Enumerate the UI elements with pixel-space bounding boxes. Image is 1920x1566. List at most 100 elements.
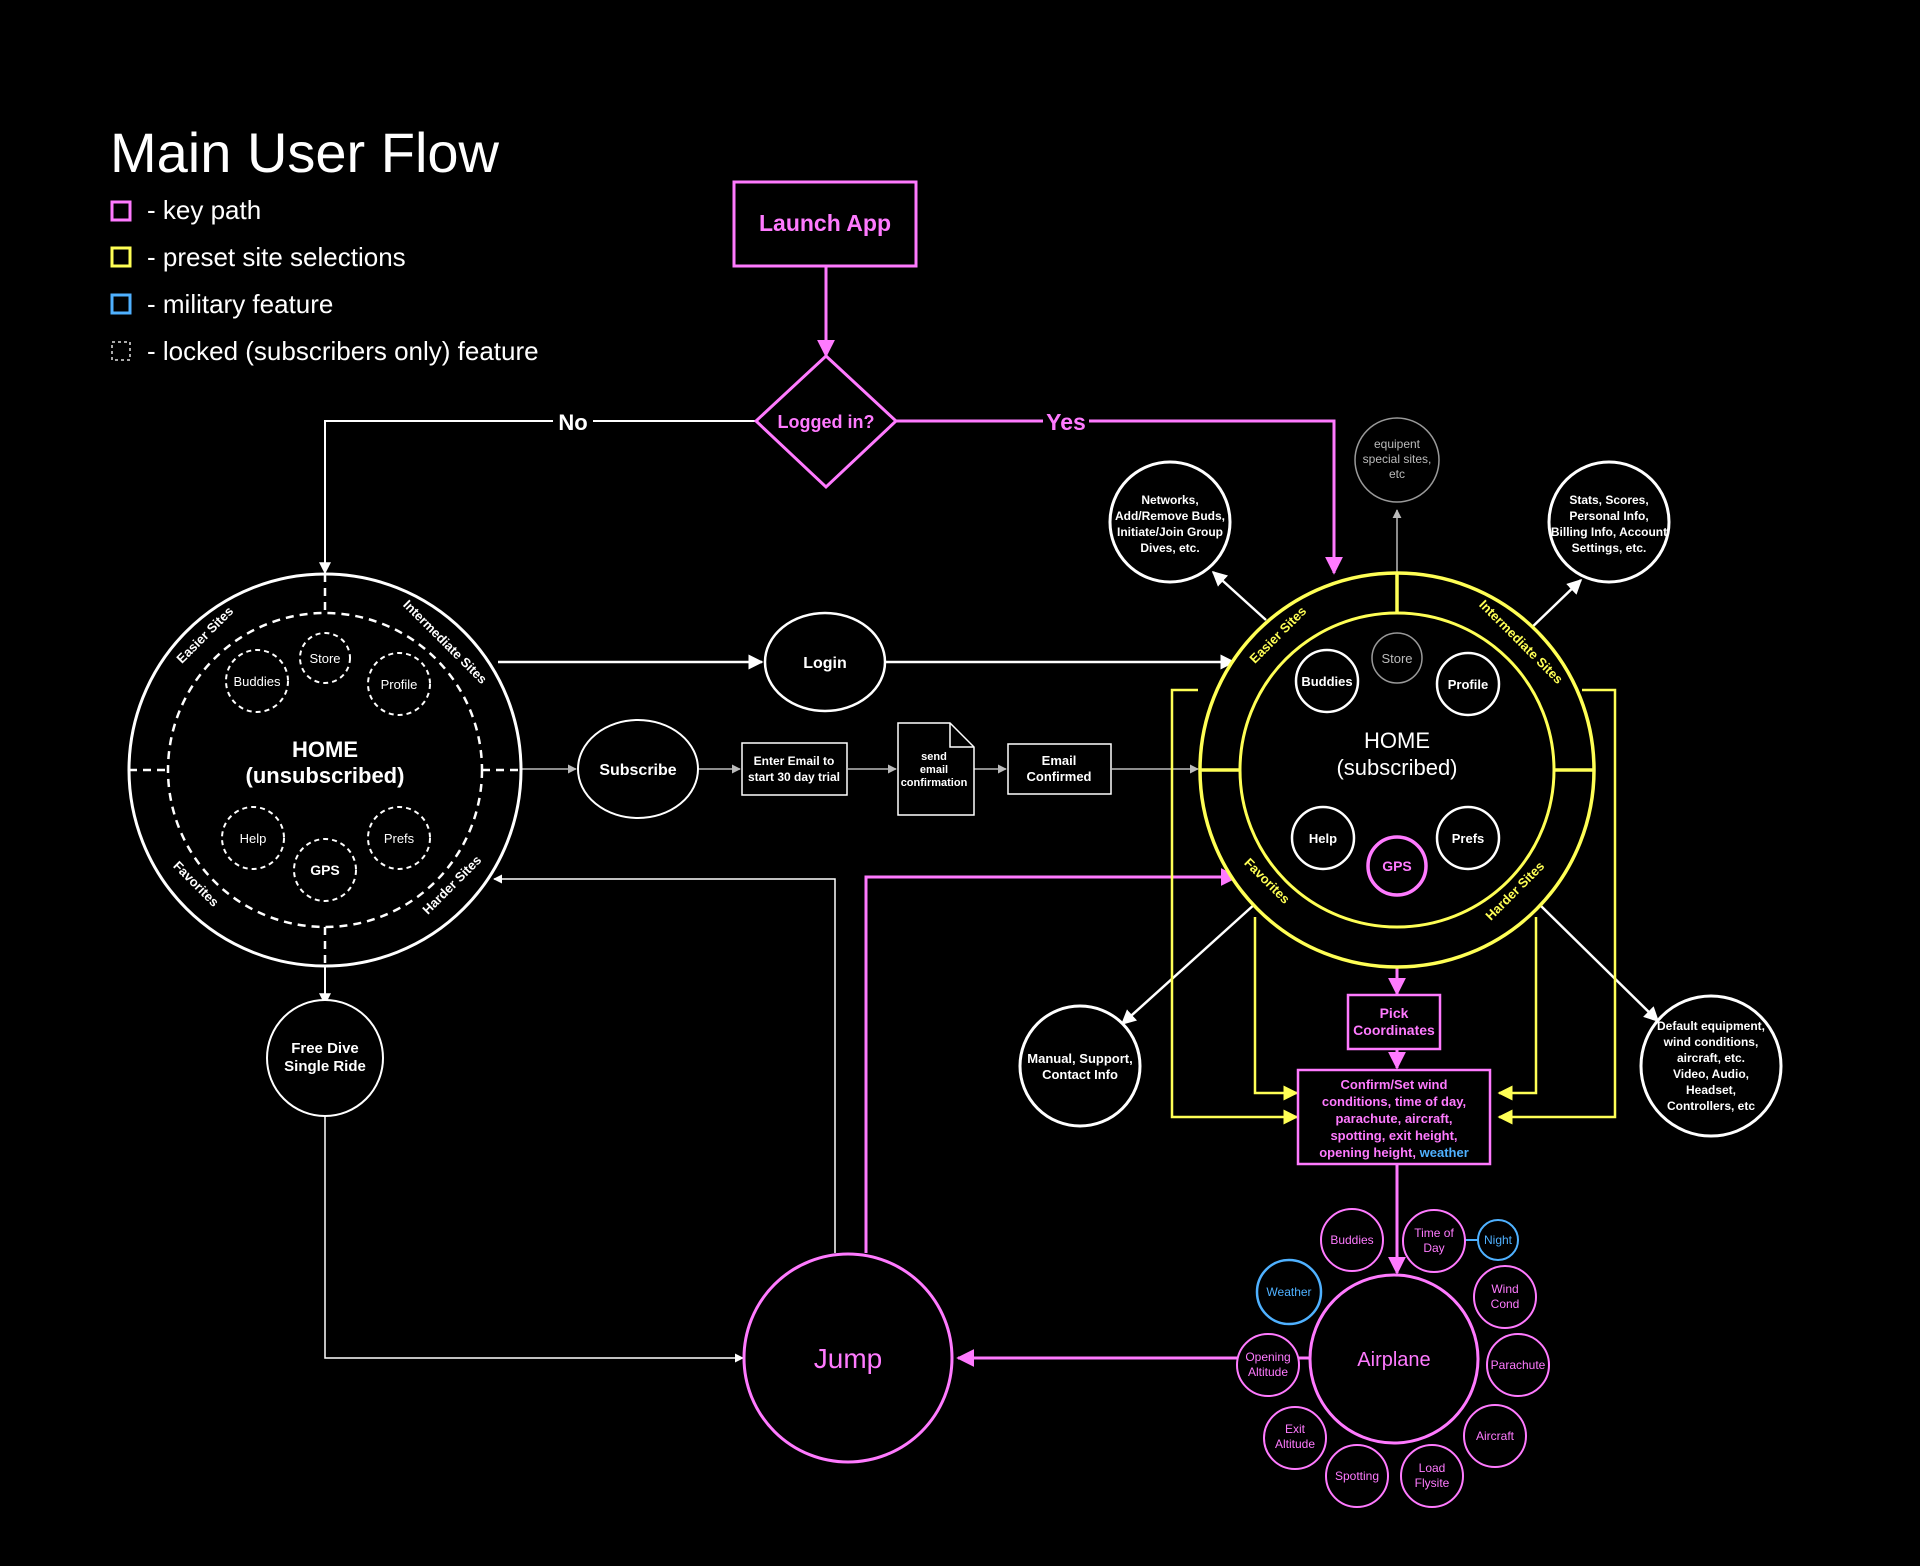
manual-line-2: Contact Info <box>1042 1067 1118 1082</box>
login-node[interactable]: Login <box>763 611 887 713</box>
confirm-line-3: parachute, aircraft, <box>1335 1111 1452 1126</box>
networks-line-2: Add/Remove Buds, <box>1115 509 1225 523</box>
load-flysite-line-2: Flysite <box>1415 1476 1450 1490</box>
airplane-buddies[interactable]: Buddies <box>1320 1208 1384 1272</box>
sub-gps[interactable]: GPS <box>1366 835 1428 897</box>
home-subscribed[interactable]: Easier Sites Intermediate Sites Favorite… <box>1198 571 1596 969</box>
stats-line-3: Billing Info, Account <box>1551 525 1667 539</box>
unsub-store-label: Store <box>309 651 340 666</box>
legend-swatch-military <box>110 293 132 315</box>
confirm-settings-node[interactable]: Confirm/Set wind conditions, time of day… <box>1296 1068 1492 1166</box>
default-equipment-node[interactable]: Default equipment, wind conditions, airc… <box>1639 994 1783 1138</box>
sub-store[interactable]: Store <box>1371 632 1423 684</box>
stats-line-4: Settings, etc. <box>1572 541 1647 555</box>
sub-help[interactable]: Help <box>1290 805 1356 871</box>
airplane-opening-altitude[interactable]: Opening Altitude <box>1236 1333 1300 1397</box>
airplane-aircraft[interactable]: Aircraft <box>1463 1404 1527 1468</box>
airplane-wind-cond[interactable]: Wind Cond <box>1473 1265 1537 1329</box>
airplane-buddies-label: Buddies <box>1330 1233 1373 1247</box>
yes-label: Yes <box>1046 409 1086 435</box>
home-unsubscribed[interactable]: Easier Sites Intermediate Sites Favorite… <box>127 572 523 968</box>
home-sub-title: HOME <box>1364 728 1430 753</box>
send-email-node[interactable]: send email confirmation <box>897 722 975 816</box>
send-email-line-2: email <box>920 764 948 776</box>
airplane-time-of-day[interactable]: Time of Day <box>1402 1209 1466 1273</box>
airplane-exit-altitude[interactable]: Exit Altitude <box>1263 1406 1327 1470</box>
legend-label-preset: - preset site selections <box>147 242 406 272</box>
unsub-help[interactable]: Help <box>221 806 285 870</box>
aircraft-label: Aircraft <box>1476 1429 1515 1443</box>
default-equipment-line-5: Headset, <box>1686 1083 1736 1097</box>
spotting-label: Spotting <box>1335 1469 1379 1483</box>
launch-app-label: Launch App <box>759 210 891 236</box>
unsub-buddies-label: Buddies <box>234 674 281 689</box>
networks-node[interactable]: Networks, Add/Remove Buds, Initiate/Join… <box>1108 460 1232 584</box>
sub-profile-label: Profile <box>1448 677 1488 692</box>
unsub-profile[interactable]: Profile <box>367 652 431 716</box>
airplane-night[interactable]: Night <box>1477 1219 1519 1261</box>
networks-line-1: Networks, <box>1141 493 1198 507</box>
sub-prefs[interactable]: Prefs <box>1435 805 1501 871</box>
enter-email-line-1: Enter Email to <box>754 754 835 768</box>
home-unsub-title: HOME <box>292 737 358 762</box>
subscribe-node[interactable]: Subscribe <box>577 719 699 819</box>
confirm-line-5-prefix: opening height, <box>1319 1145 1419 1160</box>
unsub-gps[interactable]: GPS <box>293 838 357 902</box>
enter-email-node[interactable]: Enter Email to start 30 day trial <box>741 742 848 796</box>
legend-swatch-preset <box>110 246 132 268</box>
airplane-node[interactable]: Airplane <box>1308 1273 1480 1445</box>
free-dive-line-1: Free Dive <box>291 1040 359 1057</box>
send-email-line-1: send <box>921 751 947 763</box>
confirm-weather-highlight: weather <box>1419 1145 1469 1160</box>
launch-app-node[interactable]: Launch App <box>732 180 918 268</box>
home-sub-subtitle: (subscribed) <box>1336 755 1457 780</box>
free-dive-line-2: Single Ride <box>284 1058 366 1075</box>
unsub-gps-label: GPS <box>310 862 340 878</box>
sub-prefs-label: Prefs <box>1452 831 1485 846</box>
confirm-line-4: spotting, exit height, <box>1330 1128 1457 1143</box>
airplane-parachute[interactable]: Parachute <box>1486 1333 1550 1397</box>
parachute-label: Parachute <box>1491 1358 1546 1372</box>
legend-label-military: - military feature <box>147 289 333 319</box>
airplane-spotting[interactable]: Spotting <box>1325 1444 1389 1508</box>
time-of-day-line-2: Day <box>1423 1241 1444 1255</box>
exit-altitude-line-1: Exit <box>1285 1422 1306 1436</box>
weather-label: Weather <box>1266 1285 1311 1299</box>
networks-line-4: Dives, etc. <box>1140 541 1199 555</box>
airplane-weather[interactable]: Weather <box>1255 1258 1323 1326</box>
unsub-profile-label: Profile <box>381 677 418 692</box>
pick-coordinates-line-1: Pick <box>1380 1005 1409 1021</box>
networks-line-3: Initiate/Join Group <box>1117 525 1223 539</box>
sub-buddies[interactable]: Buddies <box>1294 648 1360 714</box>
confirm-line-5: opening height, weather <box>1319 1145 1469 1160</box>
email-confirmed-line-1: Email <box>1042 753 1077 768</box>
equipment-node[interactable]: equipent special sites, etc <box>1354 417 1440 503</box>
load-flysite-line-1: Load <box>1419 1461 1446 1475</box>
manual-node[interactable]: Manual, Support, Contact Info <box>1018 1004 1142 1128</box>
wind-cond-line-1: Wind <box>1491 1282 1518 1296</box>
legend-swatch-key-path <box>110 200 132 222</box>
logged-in-decision[interactable]: Logged in? <box>753 353 899 490</box>
sub-gps-label: GPS <box>1382 858 1412 874</box>
confirm-line-1: Confirm/Set wind <box>1341 1077 1448 1092</box>
diagram-title: Main User Flow <box>110 121 500 184</box>
unsub-store[interactable]: Store <box>299 632 351 684</box>
opening-altitude-line-2: Altitude <box>1248 1365 1288 1379</box>
jump-node[interactable]: Jump <box>742 1252 954 1464</box>
jump-label: Jump <box>814 1343 882 1374</box>
stats-node[interactable]: Stats, Scores, Personal Info, Billing In… <box>1547 460 1671 584</box>
email-confirmed-node[interactable]: Email Confirmed <box>1007 743 1112 795</box>
free-dive-node[interactable]: Free Dive Single Ride <box>266 999 384 1117</box>
sub-profile[interactable]: Profile <box>1435 651 1501 717</box>
stats-line-2: Personal Info, <box>1569 509 1648 523</box>
confirm-line-2: conditions, time of day, <box>1322 1094 1466 1109</box>
equipment-line-3: etc <box>1389 467 1405 481</box>
sub-store-label: Store <box>1381 651 1412 666</box>
airplane-load-flysite[interactable]: Load Flysite <box>1400 1444 1464 1508</box>
unsub-prefs[interactable]: Prefs <box>367 806 431 870</box>
unsub-buddies[interactable]: Buddies <box>225 649 289 713</box>
pick-coordinates-node[interactable]: Pick Coordinates <box>1346 993 1442 1051</box>
legend-swatch-locked <box>111 341 131 361</box>
login-label: Login <box>803 655 847 672</box>
